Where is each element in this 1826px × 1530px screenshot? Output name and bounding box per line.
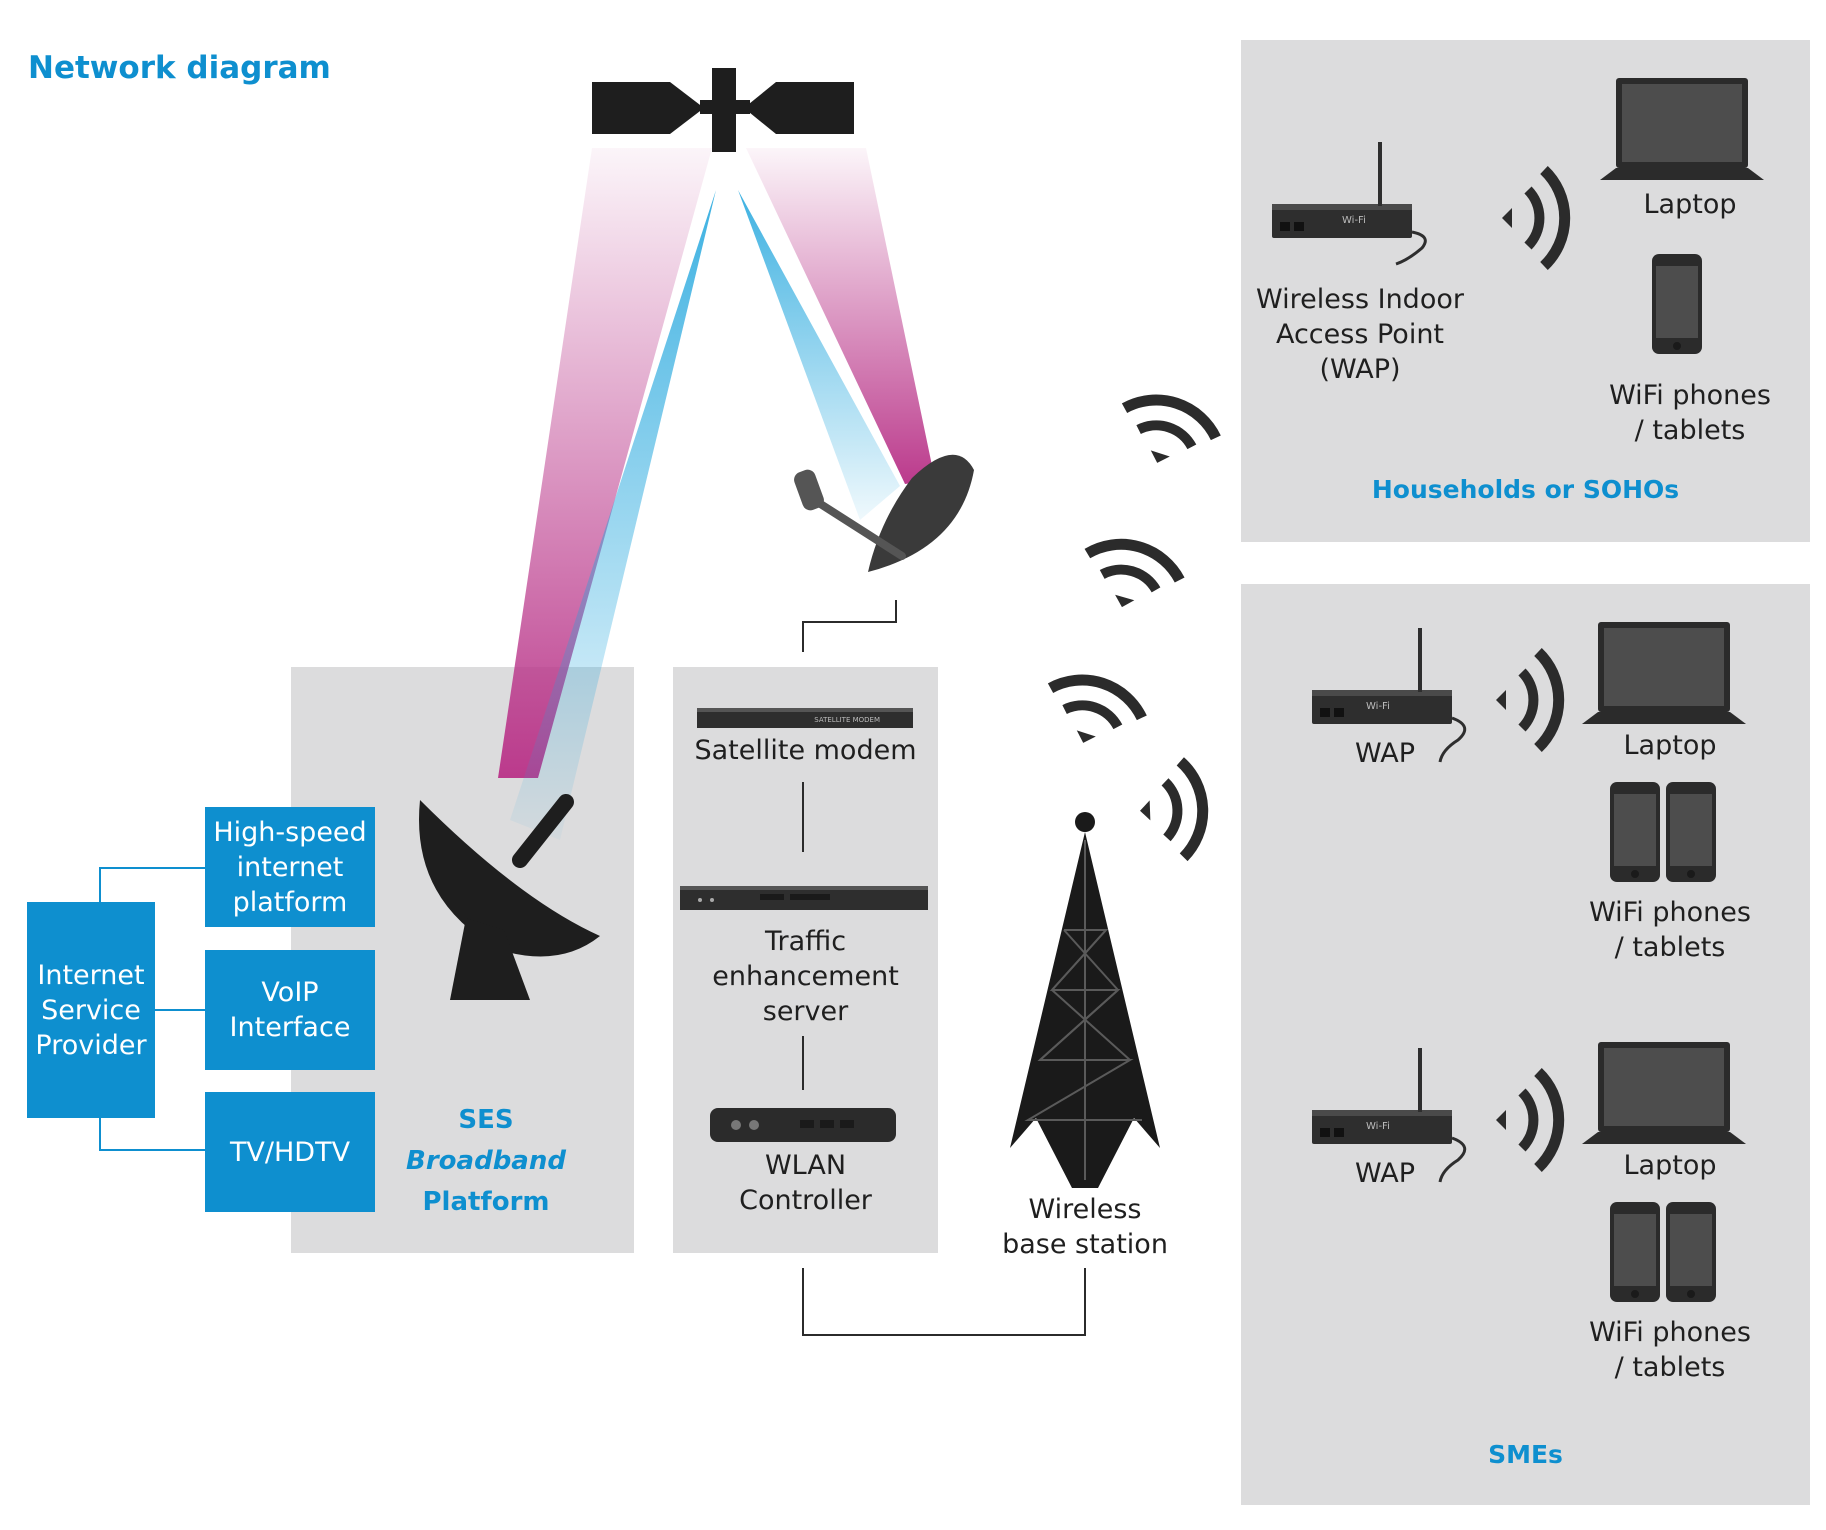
ses-line1: SES — [458, 1105, 514, 1135]
phones-label: WiFi phones / tablets — [1589, 1317, 1751, 1383]
router-icon: Wi-Fi — [1272, 142, 1427, 266]
wifi-signal-icon — [1496, 1072, 1559, 1168]
svg-text:Wi-Fi: Wi-Fi — [1366, 1121, 1390, 1132]
laptop-label: Laptop — [1643, 189, 1737, 220]
base-station-label: Wireless base station — [1002, 1194, 1168, 1260]
router-icon: Wi-Fi — [1312, 628, 1467, 763]
laptop-icon — [1582, 622, 1746, 724]
wifi-signal-icon — [1038, 668, 1149, 757]
laptop-icon — [1582, 1042, 1746, 1144]
satellite-dish-icon — [794, 454, 974, 572]
laptop-icon — [1600, 78, 1764, 180]
router-icon: Wi-Fi — [1312, 1048, 1467, 1183]
phone-icon — [1610, 1202, 1660, 1302]
isp-box: Internet Service Provider — [27, 902, 155, 1118]
wifi-signal-icon — [1112, 388, 1223, 477]
downlink-beam — [738, 148, 935, 520]
laptop-label: Laptop — [1623, 1150, 1717, 1181]
page-title: Network diagram — [28, 50, 331, 86]
wifi-signal-icon — [1496, 652, 1559, 748]
phone-icon — [1652, 254, 1702, 354]
ses-line3: Platform — [422, 1187, 550, 1217]
phone-icon — [1610, 782, 1660, 882]
wifi-signal-icon — [1076, 534, 1186, 621]
wap-label: WAP — [1355, 1158, 1415, 1189]
phones-label: WiFi phones / tablets — [1609, 380, 1771, 446]
svg-text:Wi-Fi: Wi-Fi — [1366, 701, 1390, 712]
connector-lines — [802, 600, 1086, 1336]
laptop-label: Laptop — [1623, 730, 1717, 761]
phone-icon — [1666, 782, 1716, 882]
satellite-modem-label: Satellite modem — [694, 735, 917, 766]
isp-connector-lines — [99, 867, 205, 1151]
service-box-internet: High-speed internet platform — [205, 807, 375, 927]
ground-station-panel — [673, 667, 938, 1253]
phone-icon — [1666, 1202, 1716, 1302]
uplink-beam — [498, 148, 716, 840]
wifi-signal-icon — [1502, 170, 1565, 266]
ses-platform-label: SES Broadband Platform — [396, 1100, 576, 1223]
phones-label: WiFi phones / tablets — [1589, 897, 1751, 963]
satellite-dish-icon — [419, 794, 600, 1000]
satellite-modem-device: SATELLITE MODEM — [697, 708, 913, 728]
households-title: Households or SOHOs — [1371, 475, 1680, 504]
svg-text:SATELLITE MODEM: SATELLITE MODEM — [814, 716, 880, 724]
wlan-controller-device — [710, 1108, 896, 1142]
service-box-voip: VoIP Interface — [205, 950, 375, 1070]
wlan-controller-label: WLAN Controller — [739, 1150, 872, 1216]
svg-text:Wi-Fi: Wi-Fi — [1342, 215, 1366, 226]
wap-label: Wireless Indoor Access Point (WAP) — [1256, 284, 1464, 385]
traffic-server-label: Traffic enhancement server — [712, 926, 899, 1027]
traffic-server-device — [680, 886, 928, 910]
service-box-tv: TV/HDTV — [205, 1092, 375, 1212]
smes-title: SMEs — [1488, 1440, 1563, 1469]
ses-line2: Broadband — [406, 1146, 566, 1176]
cell-tower-icon — [1010, 812, 1160, 1188]
wifi-signal-icon — [1138, 761, 1204, 859]
wap-label: WAP — [1355, 738, 1415, 769]
satellite-icon — [592, 68, 854, 152]
